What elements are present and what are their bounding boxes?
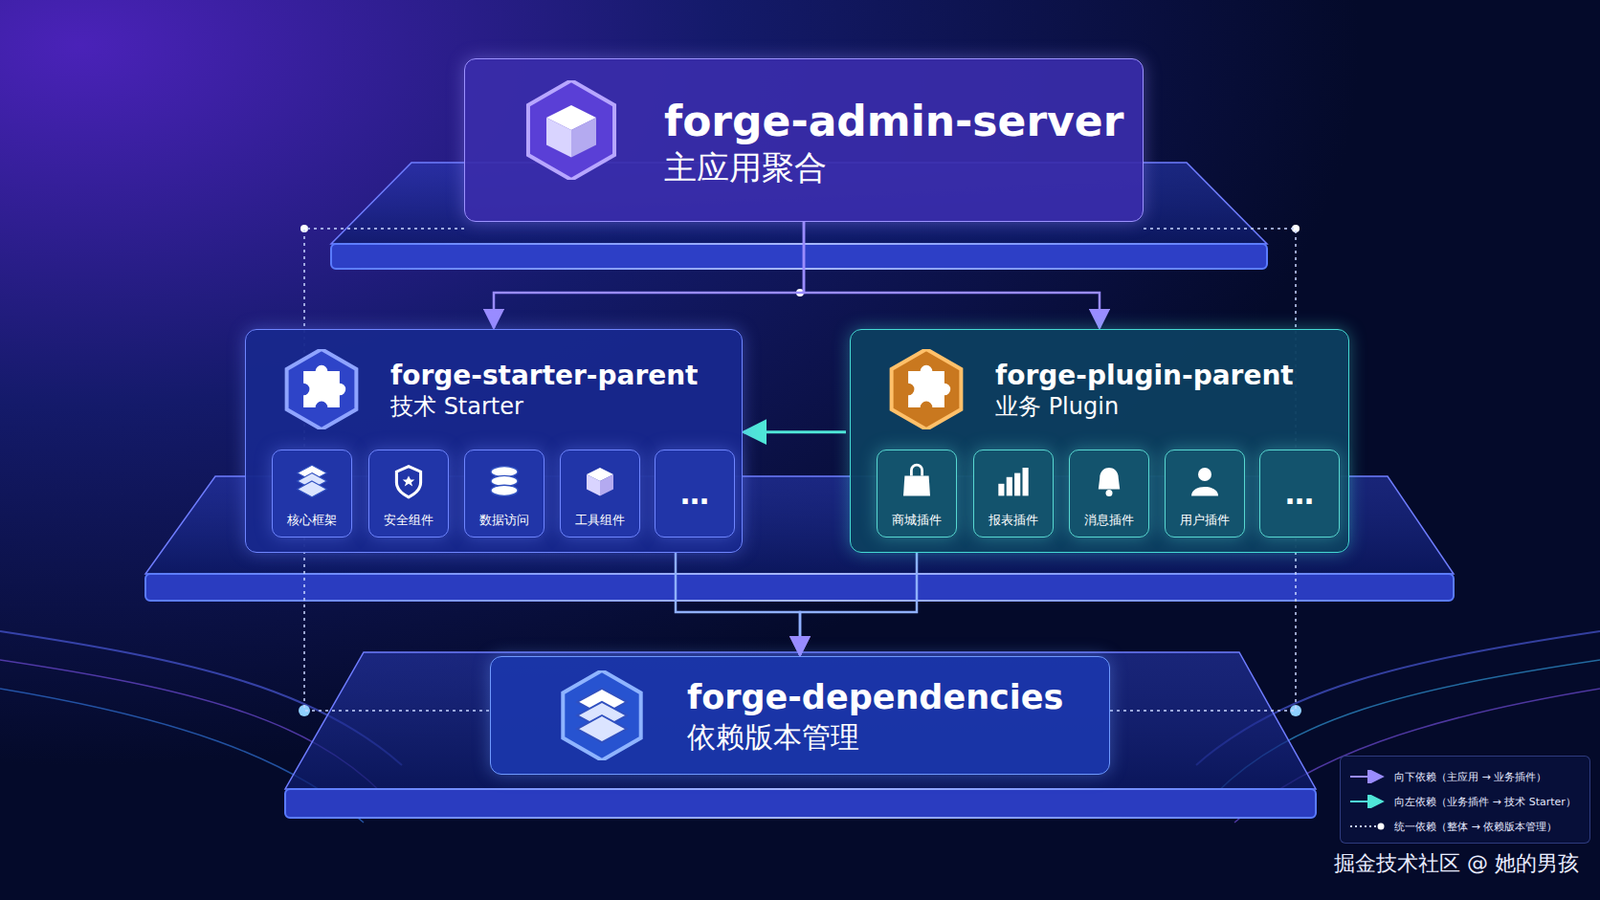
user-icon <box>1191 467 1219 496</box>
module-role: 业务 Plugin <box>995 392 1294 422</box>
component-box: 安全组件 <box>368 449 449 538</box>
component-label: 报表插件 <box>988 511 1039 530</box>
component-box: 数据访问 <box>464 449 545 538</box>
component-box: 报表插件 <box>973 449 1054 538</box>
component-icon <box>897 462 936 501</box>
component-label: 数据访问 <box>479 511 530 530</box>
module-role: 主应用聚合 <box>664 147 1124 189</box>
component-icon <box>1089 462 1129 501</box>
platform <box>285 652 1316 819</box>
component-icon <box>994 462 1033 501</box>
component-label: 消息插件 <box>1084 511 1134 530</box>
dependency-arrow <box>493 222 804 329</box>
legend-entry: 向下依赖（主应用 → 业务插件） <box>1348 764 1582 790</box>
deps-box: forge-dependencies依赖版本管理 <box>489 656 1111 776</box>
cube-icon <box>546 105 597 158</box>
module-name: forge-admin-server <box>664 94 1124 148</box>
hex-icon <box>556 670 647 761</box>
puzzle-icon <box>303 365 346 408</box>
plugin-box: forge-plugin-parent业务 Plugin 商城插件 报表插件 消息插件… <box>849 329 1350 554</box>
starter-box: forge-starter-parent技术 Starter 核心框架 安全组件 数据… <box>244 329 743 554</box>
dependency-arrow <box>743 430 846 434</box>
legend-entry: 统一依赖（整体 → 依赖版本管理） <box>1348 814 1582 840</box>
legend-text: 向下依赖（主应用 → 业务插件） <box>1394 770 1547 785</box>
component-icon <box>1185 462 1224 501</box>
module-role: 依赖版本管理 <box>687 719 1064 756</box>
component-label: 安全组件 <box>383 511 434 530</box>
hex-icon <box>521 80 622 180</box>
puzzle-icon <box>908 365 951 408</box>
legend-text: 向左依赖（业务插件 → 技术 Starter） <box>1394 795 1577 810</box>
layers-icon <box>297 465 328 498</box>
component-box: 用户插件 <box>1164 449 1245 538</box>
title-group: forge-plugin-parent业务 Plugin <box>995 343 1294 436</box>
cube-icon <box>586 467 614 496</box>
component-label: … <box>680 477 710 512</box>
component-box: … <box>654 449 735 538</box>
component-label: … <box>1285 477 1314 512</box>
bell-icon <box>1098 467 1120 497</box>
hex-icon <box>281 349 362 430</box>
hex-icon <box>886 349 967 430</box>
db-icon <box>490 466 518 497</box>
shield-icon <box>396 466 421 498</box>
module-name: forge-starter-parent <box>390 358 699 393</box>
component-box: … <box>1259 449 1340 538</box>
component-label: 商城插件 <box>891 511 942 530</box>
title-group: forge-admin-server主应用聚合 <box>664 59 1124 223</box>
legend-text: 统一依赖（整体 → 依赖版本管理） <box>1394 820 1557 835</box>
title-group: forge-starter-parent技术 Starter <box>390 343 699 436</box>
component-icon <box>485 462 524 501</box>
legend-sample <box>1348 795 1387 809</box>
legend-box: 向下依赖（主应用 → 业务插件） 向左依赖（业务插件 → 技术 Starter） 统… <box>1339 755 1591 845</box>
bars-icon <box>998 467 1028 496</box>
component-box: 商城插件 <box>876 449 957 538</box>
component-icon <box>292 462 332 501</box>
component-label: 工具组件 <box>575 511 625 530</box>
module-role: 技术 Starter <box>390 392 699 422</box>
dependency-arrow <box>675 553 800 656</box>
dependency-arrow <box>803 222 1100 329</box>
component-box: 工具组件 <box>559 449 641 538</box>
legend-sample <box>1348 820 1387 834</box>
legend-sample <box>1348 770 1387 784</box>
watermark: 掘金技术社区 @ 她的男孩 <box>1333 849 1579 879</box>
layers-icon <box>577 688 627 743</box>
legend-entry: 向左依赖（业务插件 → 技术 Starter） <box>1348 789 1582 815</box>
component-label: 用户插件 <box>1179 511 1230 530</box>
title-group: forge-dependencies依赖版本管理 <box>687 657 1064 777</box>
module-name: forge-dependencies <box>687 677 1064 720</box>
dependency-arrow <box>800 553 917 656</box>
app-box: forge-admin-server主应用聚合 <box>464 58 1144 223</box>
bag-icon <box>903 465 931 496</box>
module-name: forge-plugin-parent <box>995 358 1294 393</box>
component-label: 核心框架 <box>287 511 337 530</box>
watermark-slot: 掘金技术社区 @ 她的男孩 <box>1333 849 1579 879</box>
component-box: 消息插件 <box>1068 449 1150 538</box>
component-icon <box>580 462 620 501</box>
component-box: 核心框架 <box>271 449 353 538</box>
component-icon <box>389 462 428 501</box>
